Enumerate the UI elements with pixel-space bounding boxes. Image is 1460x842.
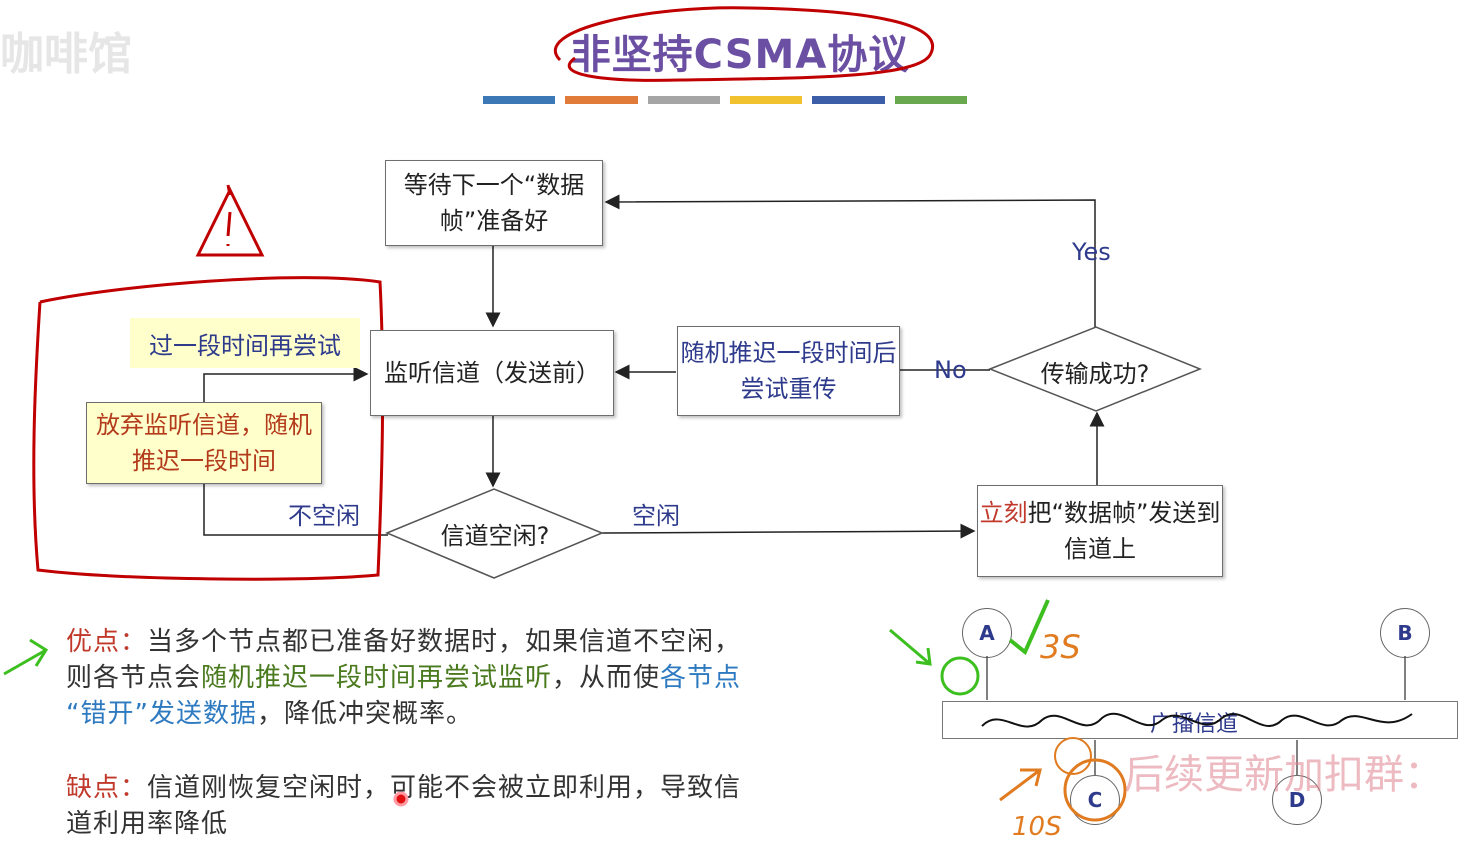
corner-watermark: 咖啡馆: [0, 29, 132, 80]
pros-text-3: 随机推迟一段时间再尝试监听: [201, 663, 553, 693]
send-now-highlight: 立刻: [979, 499, 1028, 527]
node-d: D: [1272, 775, 1322, 825]
pros-text-2: 则各节点会: [66, 663, 202, 693]
pros-text-5: 各节点: [660, 663, 742, 693]
pros-text-4: ，从而使: [552, 663, 661, 693]
pros-text-1: 当多个节点都已准备好数据时，如果信道不空闲，: [147, 627, 742, 657]
title-red-circle: [553, 6, 934, 82]
no-label: No: [934, 356, 967, 384]
wait-next-frame-box: 等待下一个“数据帧”准备好: [385, 160, 603, 246]
retry-later-label: 过一段时间再尝试: [130, 318, 360, 368]
cons-label: 缺点：: [66, 773, 148, 803]
send-now-box: 立刻把“数据帧”发送到信道上: [977, 485, 1223, 577]
pros-text-6: “错开”发送数据: [66, 699, 257, 729]
yes-label: Yes: [1072, 238, 1111, 266]
cursor-dot-icon: [393, 791, 409, 807]
page-title: 非坚持CSMA协议: [570, 32, 910, 78]
annotation-3s: 3S: [1040, 628, 1081, 666]
green-arrow-icon: [3, 638, 49, 676]
node-a: A: [962, 608, 1012, 658]
idle-check-diamond: 信道空闲?: [440, 522, 550, 550]
node-connectors: [889, 599, 1406, 822]
pros-label: 优点：: [66, 627, 148, 657]
color-bar-strip: [483, 96, 967, 104]
cons-text-1: 信道刚恢复空闲时，可能不会被立即利用，导致信: [147, 773, 742, 803]
pros-paragraph: 优点：当多个节点都已准备好数据时，如果信道不空闲， 则各节点会随机推迟一段时间再…: [66, 624, 856, 732]
node-b: B: [1380, 608, 1430, 658]
cons-text-2: 道利用率降低: [66, 809, 229, 839]
pros-text-7: ，降低冲突概率。: [256, 699, 473, 729]
annotation-10s: 10S: [1012, 812, 1062, 842]
cons-paragraph: 缺点：信道刚恢复空闲时，可能不会被立即利用，导致信 道利用率降低: [66, 770, 856, 842]
give-up-listen-box: 放弃监听信道，随机推迟一段时间: [86, 402, 322, 484]
success-check-diamond: 传输成功?: [1040, 360, 1150, 388]
idle-label: 空闲: [632, 502, 680, 530]
backoff-retry-box: 随机推迟一段时间后尝试重传: [677, 326, 900, 416]
scribble-signal: [981, 712, 1413, 728]
not-idle-label: 不空闲: [288, 502, 360, 530]
listen-channel-box: 监听信道（发送前）: [370, 330, 614, 416]
send-now-rest: 把“数据帧”发送到信道上: [1027, 499, 1221, 563]
bottom-watermark: 后续更新加扣群：: [1124, 752, 1444, 798]
